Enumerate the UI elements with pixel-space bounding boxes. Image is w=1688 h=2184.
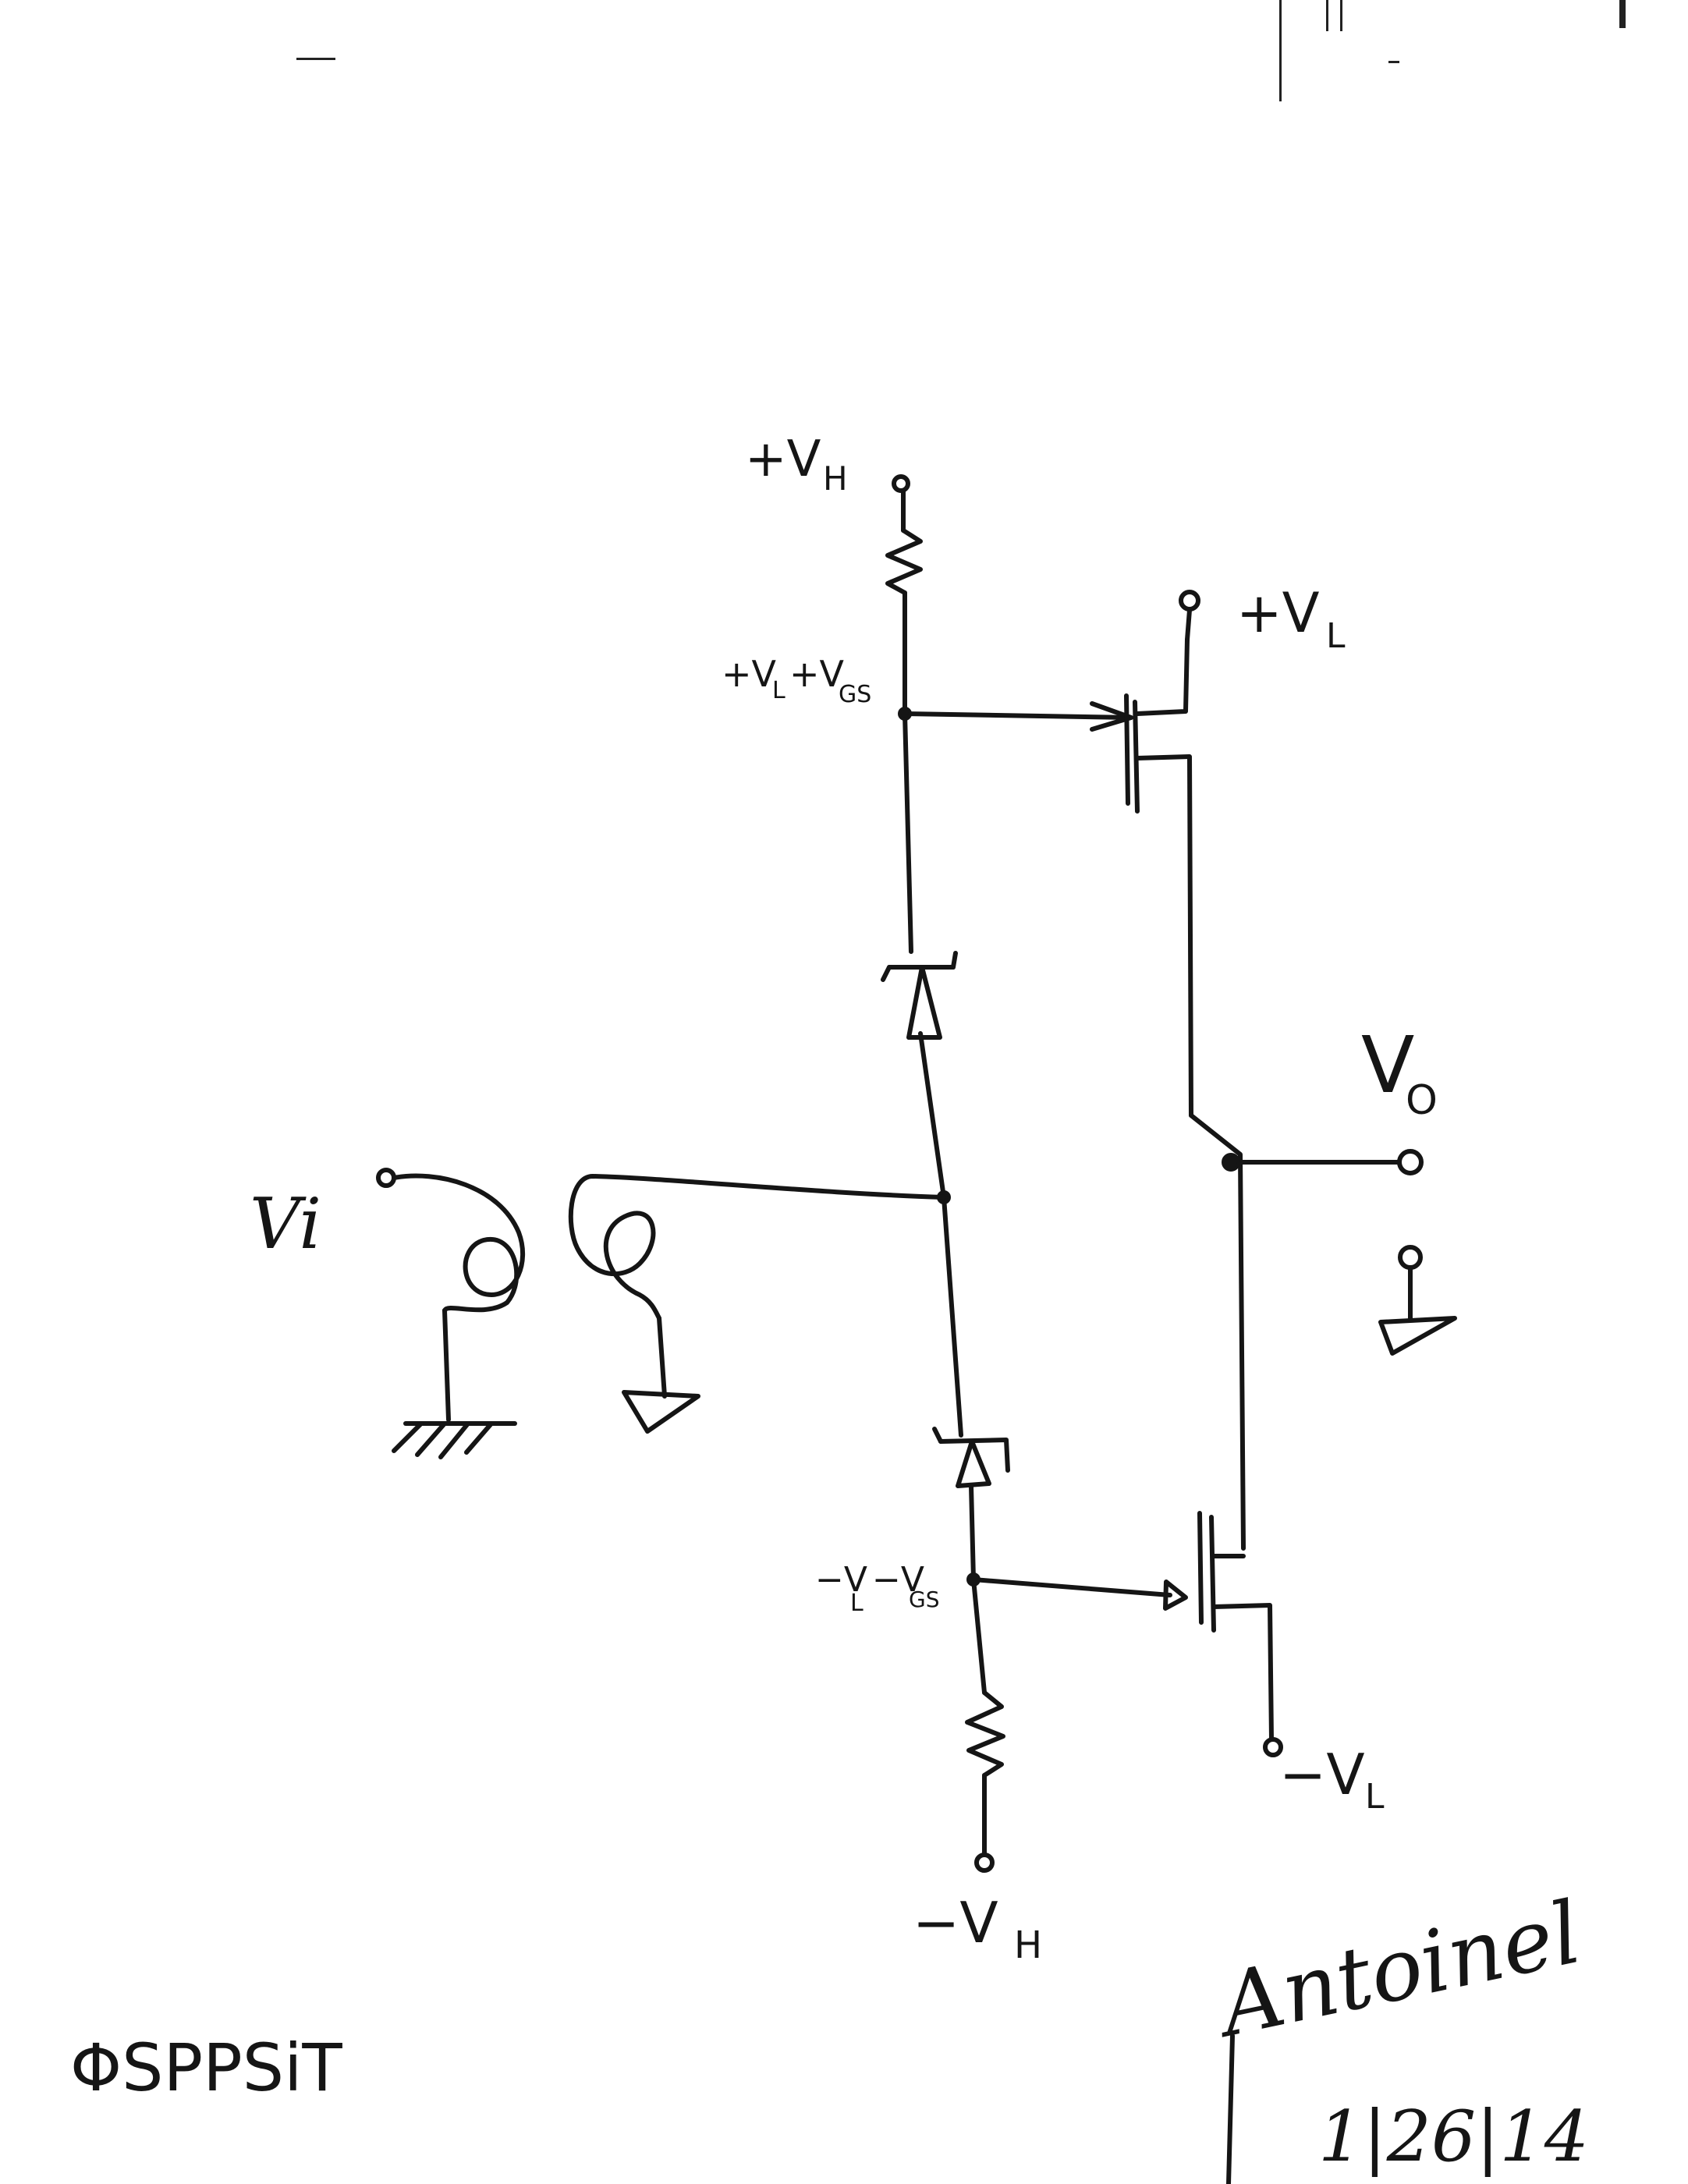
terminal-plus-vh: [892, 474, 910, 493]
gate-wire-upper: [903, 711, 1133, 720]
lower-transistor: [971, 1511, 1274, 1742]
gate-upper: [1124, 693, 1130, 806]
label-upper-node: +V L +V GS: [722, 653, 871, 708]
svg-text:−V: −V: [1279, 1742, 1365, 1807]
scan-mark: [1340, 0, 1342, 31]
terminal-minus-vl: [1263, 1737, 1283, 1757]
label-lower-node: −V L −V GS: [815, 1560, 939, 1617]
svg-text:GS: GS: [839, 681, 871, 708]
primary-to-ground: [442, 1308, 451, 1422]
svg-text:L: L: [772, 677, 785, 704]
label-vo: V O: [1361, 1019, 1438, 1124]
svg-text:−V: −V: [913, 1890, 998, 1955]
svg-text:L: L: [850, 1590, 864, 1617]
lower-zener-diode: [932, 1427, 1010, 1488]
wire-mid-to-zener: [942, 1195, 963, 1438]
svg-text:V: V: [1361, 1019, 1414, 1111]
label-minus-vh: −V H: [913, 1890, 1042, 1967]
scan-mark: [1279, 0, 1282, 101]
input-transformer: [392, 1173, 946, 1422]
svg-text:+V: +V: [1236, 581, 1320, 645]
svg-text:L: L: [1326, 616, 1346, 656]
signature-date: 1|26|14: [1318, 2096, 1589, 2178]
left-rail: [885, 483, 1005, 1859]
secondary-to-ground: [657, 1316, 667, 1399]
label-plus-vl: +V L: [1236, 581, 1346, 656]
svg-text:+V: +V: [745, 431, 821, 488]
svg-text:GS: GS: [909, 1587, 939, 1612]
secondary-coil: [568, 1174, 946, 1321]
svg-text:O: O: [1406, 1077, 1438, 1124]
top-resistor: [885, 528, 923, 595]
scan-mark: [1619, 0, 1626, 28]
svg-text:−V: −V: [872, 1560, 924, 1600]
upper-transistor: [903, 637, 1193, 1118]
svg-text:L: L: [1365, 1777, 1385, 1817]
scan-mark: [296, 58, 335, 60]
source-lower: [1211, 1603, 1274, 1742]
wire-zener-to-lower-node: [969, 1484, 976, 1582]
terminal-vo-ground: [1398, 1245, 1423, 1270]
gate-wire-lower: [971, 1577, 1172, 1597]
signal-ground-icon: [622, 1390, 700, 1434]
wire-zener-to-mid: [918, 1031, 946, 1200]
gate-arrow-upper: [1090, 701, 1133, 732]
label-vi: Vi: [250, 1183, 321, 1265]
signature: Antoinel: [1205, 1882, 1589, 2057]
wire-plus-vl: [1185, 608, 1192, 642]
terminal-plus-vl: [1179, 590, 1200, 612]
source-upper: [1135, 754, 1193, 1118]
svg-text:H: H: [823, 459, 848, 498]
document-code: ΦSPPSiT: [70, 2030, 342, 2106]
bottom-resistor: [965, 1690, 1005, 1778]
output-node-dot: [1222, 1153, 1240, 1172]
right-rail: [1189, 1113, 1246, 1551]
wire-node-to-zener: [903, 711, 913, 954]
scan-mark: [1326, 0, 1328, 31]
upper-zener-diode: [881, 951, 958, 1040]
gate-lower: [1197, 1511, 1204, 1625]
svg-text:+V: +V: [722, 653, 777, 695]
label-minus-vl: −V L: [1279, 1742, 1385, 1817]
earth-ground-icon: [392, 1421, 517, 1459]
channel-lower: [1209, 1515, 1216, 1633]
lower-node-dot: [966, 1572, 981, 1587]
svg-text:H: H: [1014, 1923, 1042, 1967]
terminal-vo: [1397, 1149, 1424, 1175]
drain-upper: [1135, 637, 1190, 716]
signature-stroke: [1226, 2033, 1235, 2184]
upper-node-dot: [898, 707, 912, 721]
primary-coil: [392, 1173, 525, 1313]
svg-text:−V: −V: [815, 1560, 867, 1600]
label-plus-vh: +V H: [745, 431, 848, 498]
gate-arrow-lower: [1163, 1580, 1188, 1611]
output-ground-icon: [1378, 1265, 1457, 1356]
wire-lower-node-to-resistor: [971, 1577, 987, 1695]
terminal-minus-vh: [974, 1852, 995, 1873]
scan-mark: [1388, 61, 1399, 63]
svg-text:+V: +V: [789, 653, 845, 695]
